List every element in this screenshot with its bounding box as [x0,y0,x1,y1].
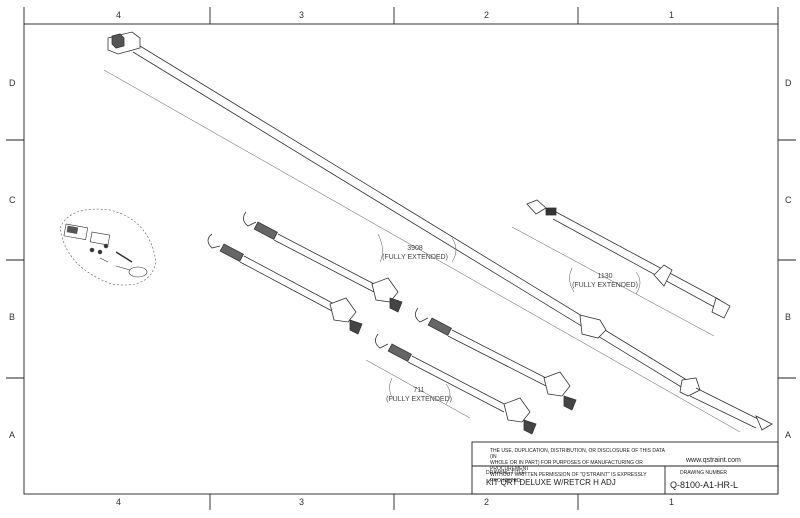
zone-bottom-1: 1 [669,497,675,507]
zone-bottom-4: 4 [116,497,122,507]
retractor-strap-1 [207,233,363,335]
dimension-note-711: (FULLY EXTENDED) [386,396,452,403]
zone-right-A: A [785,430,792,440]
zone-right-C: C [785,195,792,205]
company-website: www.qstraint.com [686,457,741,464]
notice-line-2: WHOLE OR IN PART) FOR PURPOSES OF MANUFA… [490,460,643,472]
long-retractor-strap [107,31,773,431]
zone-left-B: B [9,312,16,322]
retractor-strap-2 [243,211,403,313]
drawing-border [6,7,796,510]
copyright-notice: THE USE, DUPLICATION, DISTRIBUTION, OR D… [490,448,670,484]
zone-left-A: A [9,430,16,440]
zone-bottom-2: 2 [484,497,490,507]
dimension-line-711 [365,359,471,419]
dimension-label-3908: 3908 (FULLY EXTENDED) [380,244,450,262]
drawing-number: Q-8100-A1-HR-L [670,480,739,490]
zone-right-D: D [785,78,792,88]
zone-top-4: 4 [116,10,122,20]
zone-left-C: C [9,195,16,205]
accessory-kit-detail [59,208,157,286]
notice-line-1: THE USE, DUPLICATION, DISTRIBUTION, OR D… [490,448,665,460]
zone-top-1: 1 [669,10,675,20]
drawing-number-label: DRAWING NUMBER [680,470,728,476]
notice-line-3: WITHOUT WRITTEN PERMISSION OF "Q'STRAINT… [490,472,647,484]
zone-left-D: D [9,78,16,88]
drawing-title-label: DRAWING TITLE: [486,470,527,476]
zone-top-3: 3 [299,10,305,20]
title-block-frame [471,441,779,495]
dimension-value-1130: 1130 [597,273,613,280]
drawing-title: KIT QRT DELUXE W/RETCR H ADJ [486,478,616,487]
dimension-line-3908 [103,69,741,433]
zone-right-B: B [785,312,792,322]
dimension-value-3908: 3908 [407,245,423,252]
retractor-strap-3 [415,307,577,411]
dimension-note-3908: (FULLY EXTENDED) [382,254,448,261]
dimension-line-1130 [511,226,715,337]
dimension-label-1130: 1130 (FULLY EXTENDED) [570,272,640,290]
dimension-note-1130: (FULLY EXTENDED) [572,282,638,289]
dimension-value-711: 711 [413,387,425,394]
short-tensioner-strap [526,199,731,319]
zone-bottom-3: 3 [299,497,305,507]
retractor-strap-4 [375,333,537,435]
dimension-label-711: 711 (FULLY EXTENDED) [384,386,454,404]
zone-top-2: 2 [484,10,490,20]
